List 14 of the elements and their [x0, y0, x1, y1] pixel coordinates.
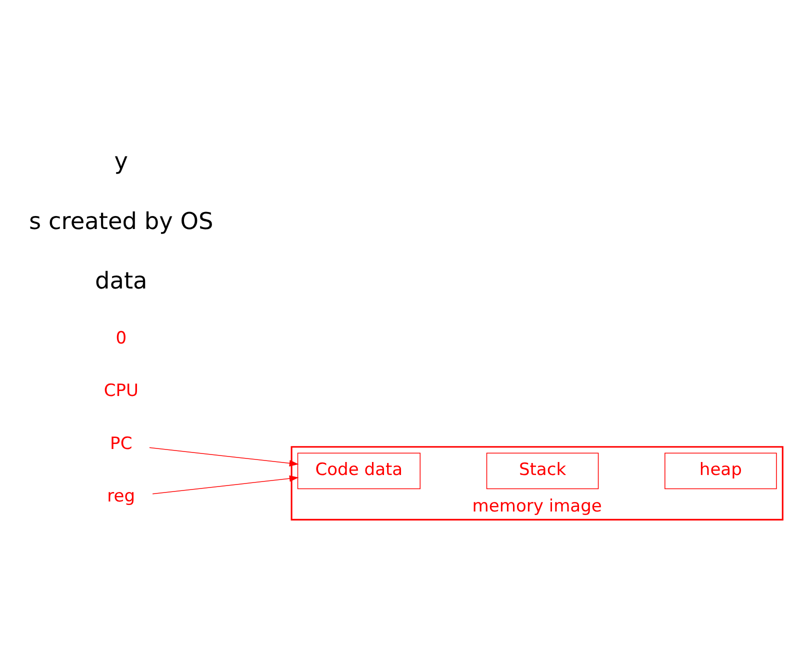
cluster — [290, 446, 784, 520]
label: s created by OS — [29, 207, 214, 234]
label: y — [114, 148, 128, 175]
node-text: PC — [110, 433, 132, 454]
label: data — [94, 266, 148, 294]
label: 0 — [116, 328, 127, 348]
arrow — [149, 446, 299, 466]
node-box: Code data — [297, 452, 421, 489]
arrow — [152, 474, 299, 494]
node-box: heap — [664, 452, 777, 489]
label: CPU — [104, 380, 138, 401]
node-text: reg — [107, 486, 136, 506]
node-label: memory image — [472, 496, 602, 516]
node-box: Stack — [486, 452, 599, 489]
